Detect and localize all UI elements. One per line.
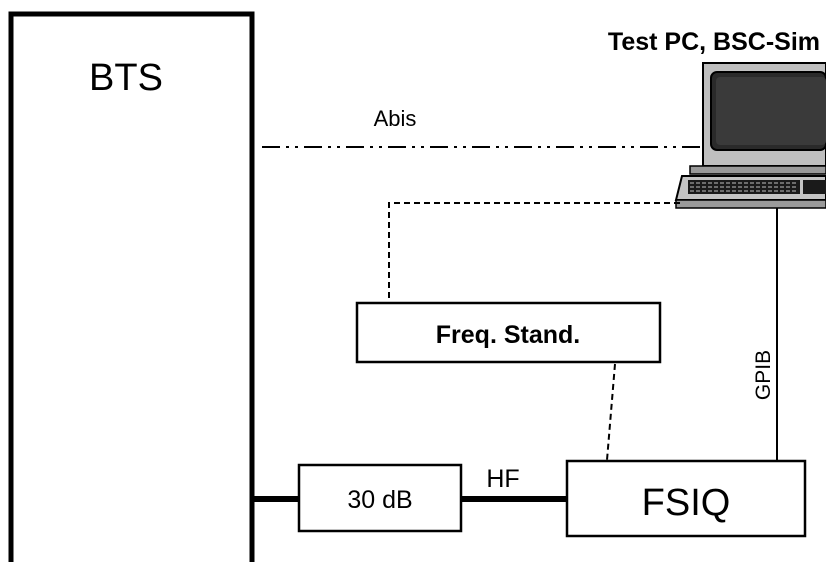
attenuator-label: 30 dB [347,486,412,514]
freq-to-fsiq-dashed-link [606,363,616,461]
fsiq-label: FSIQ [642,482,731,524]
freq-standard-label: Freq. Stand. [436,321,580,349]
bts-box [8,11,255,562]
computer-icon [674,62,826,209]
fsiq-box [565,459,807,538]
abis-label: Abis [374,106,417,131]
hf-label: HF [486,465,519,493]
freq-standard-box [355,301,662,364]
gpib-label: GPIB [752,350,775,400]
bts-label: BTS [89,57,163,99]
pc-label: Test PC, BSC-Sim [608,28,820,56]
pc-to-freq-dashed-link [388,202,680,300]
